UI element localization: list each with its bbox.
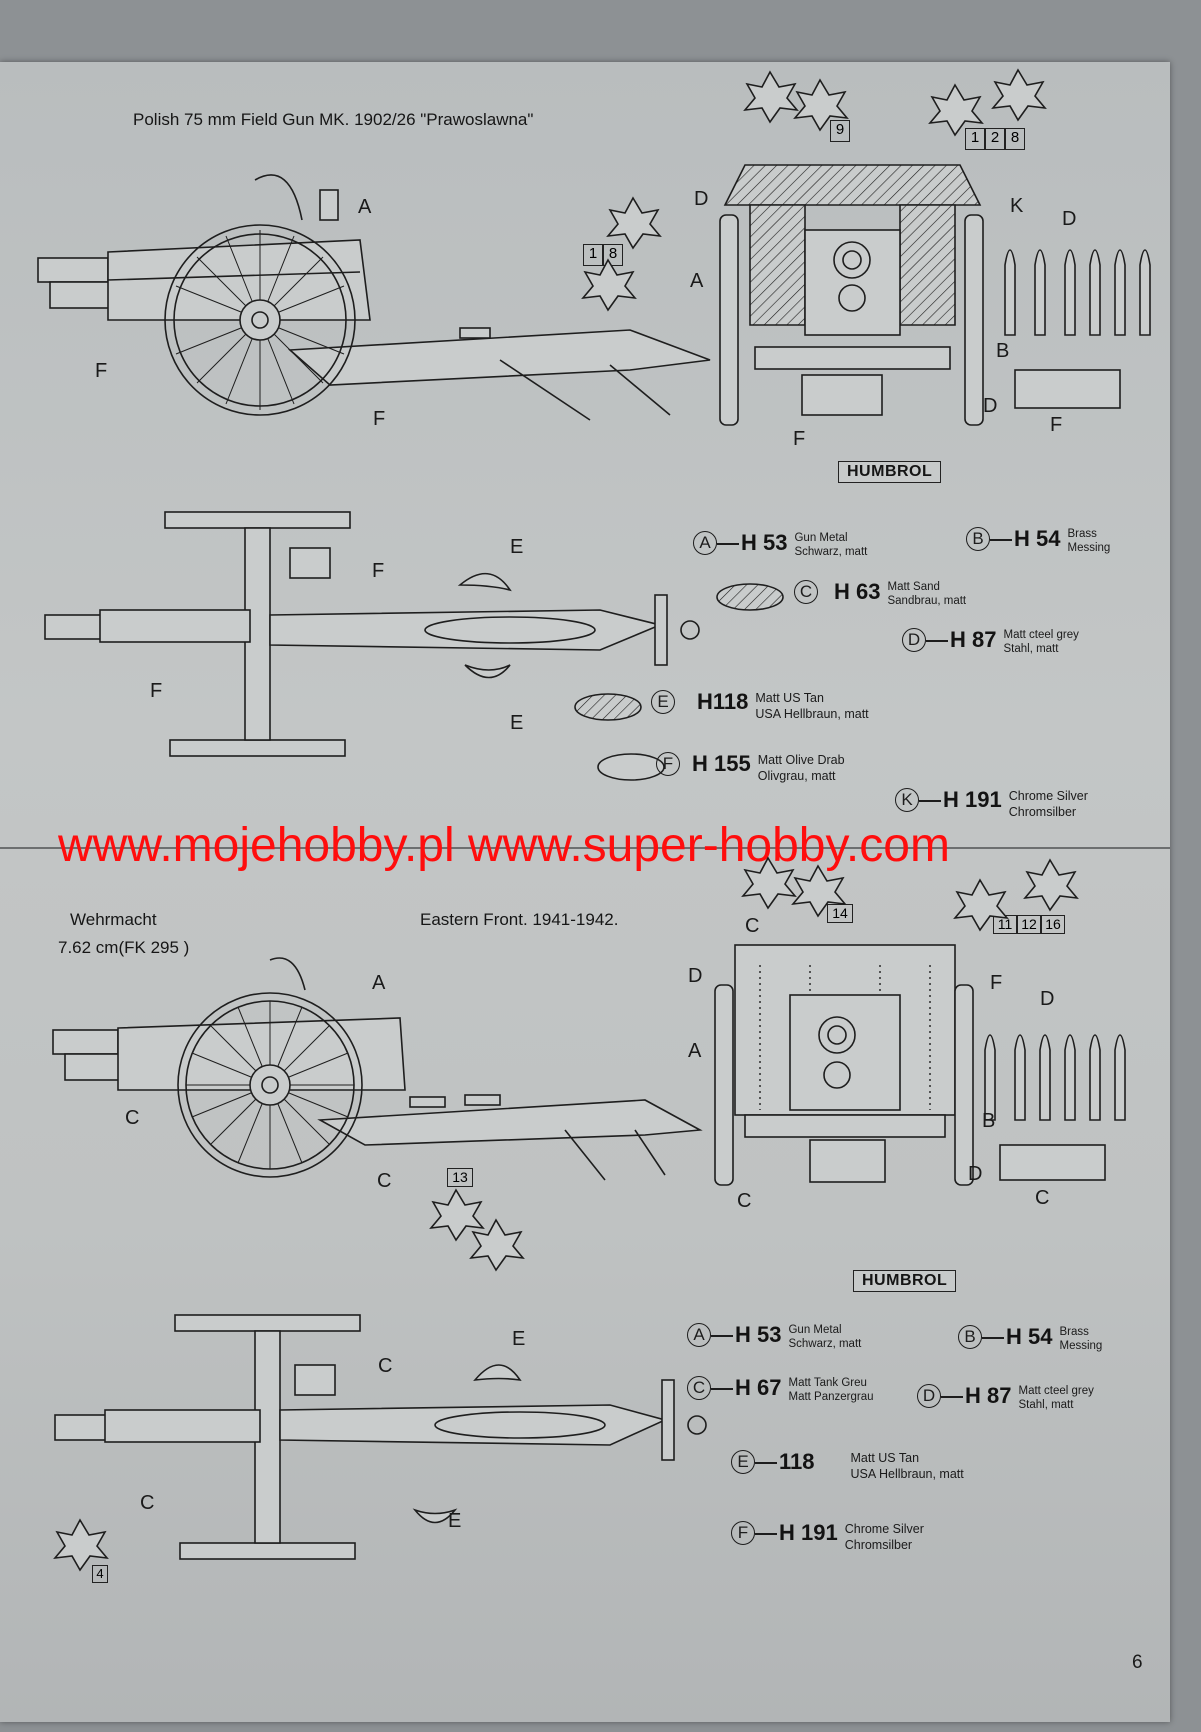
bottom-label-c-side-1: C — [125, 1107, 140, 1129]
top-label-d-shells: D — [1062, 208, 1077, 230]
bottom-decal-marker-4: 4 — [92, 1565, 108, 1583]
top-label-a-front: A — [690, 270, 704, 292]
bottom-title-front: Eastern Front. 1941-1942. — [420, 910, 619, 929]
bottom-label-c-front-2: C — [737, 1190, 752, 1212]
top-label-b-shells: B — [996, 340, 1010, 362]
bottom-label-d-front-2: D — [968, 1163, 983, 1185]
bottom-label-c-plan-2: C — [140, 1492, 155, 1514]
bottom-label-c-front-1: C — [745, 915, 760, 937]
top-label-f-side-2: F — [373, 408, 386, 430]
top-front-view-drawing — [719, 164, 984, 426]
top-label-d-front-2: D — [983, 395, 998, 417]
top-swatch-c — [716, 583, 784, 611]
top-label-f-plan-2: F — [150, 680, 163, 702]
top-decal-marker-9: 9 — [830, 120, 850, 142]
bottom-plan-view-drawing — [54, 1314, 707, 1560]
watermark-urls: www.mojehobby.pl www.super-hobby.com — [58, 819, 950, 872]
bottom-front-view-drawing — [714, 944, 974, 1186]
top-decal-marker-1-2-8: 1 2 8 — [965, 128, 1025, 150]
top-label-e-plan-2: E — [510, 712, 524, 734]
bottom-label-c-plan-1: C — [378, 1355, 393, 1377]
top-swatch-e — [574, 693, 642, 721]
top-title: Polish 75 mm Field Gun MK. 1902/26 "Praw… — [133, 110, 534, 129]
bottom-label-e-plan-1: E — [512, 1328, 526, 1350]
top-decal-marker-1-8: 1 8 — [583, 244, 623, 266]
top-shells-drawing — [1004, 249, 1151, 409]
top-label-e-plan-1: E — [510, 536, 524, 558]
top-side-view-drawing — [37, 174, 711, 421]
bottom-label-f-front: F — [990, 972, 1003, 994]
bottom-decal-marker-13: 13 — [447, 1168, 473, 1187]
top-label-f-box: F — [1050, 414, 1063, 436]
bottom-title-wehrmacht: Wehrmacht — [70, 910, 157, 929]
top-label-f-plan-1: F — [372, 560, 385, 582]
top-label-k-front: K — [1010, 195, 1024, 217]
bottom-humbrol-box: HUMBROL — [853, 1270, 957, 1292]
bottom-label-a-side: A — [372, 972, 386, 994]
page-number: 6 — [1132, 1652, 1143, 1673]
bottom-decal-marker-14: 14 — [827, 904, 853, 923]
bottom-decal-marker-11-12-16: 11 12 16 — [993, 915, 1065, 934]
bottom-side-view-drawing — [52, 957, 703, 1181]
top-label-f-side-1: F — [95, 360, 108, 382]
bottom-label-d-front-1: D — [688, 965, 703, 987]
bottom-label-e-plan-2: E — [448, 1510, 462, 1532]
top-label-f-front: F — [793, 428, 806, 450]
bottom-label-c-side-2: C — [377, 1170, 392, 1192]
bottom-label-c-box: C — [1035, 1187, 1050, 1209]
bottom-label-b-shells: B — [982, 1110, 996, 1132]
top-plan-view-drawing — [44, 511, 700, 757]
bottom-label-a-front: A — [688, 1040, 702, 1062]
bottom-shells-drawing — [984, 1034, 1126, 1181]
top-label-d-front-1: D — [694, 188, 709, 210]
page-fold — [0, 847, 1170, 849]
top-humbrol-box: HUMBROL — [838, 461, 942, 483]
bottom-title-designation: 7.62 cm(FK 295 ) — [58, 938, 190, 957]
bottom-label-d-shells: D — [1040, 988, 1055, 1010]
top-label-a-side: A — [358, 196, 372, 218]
